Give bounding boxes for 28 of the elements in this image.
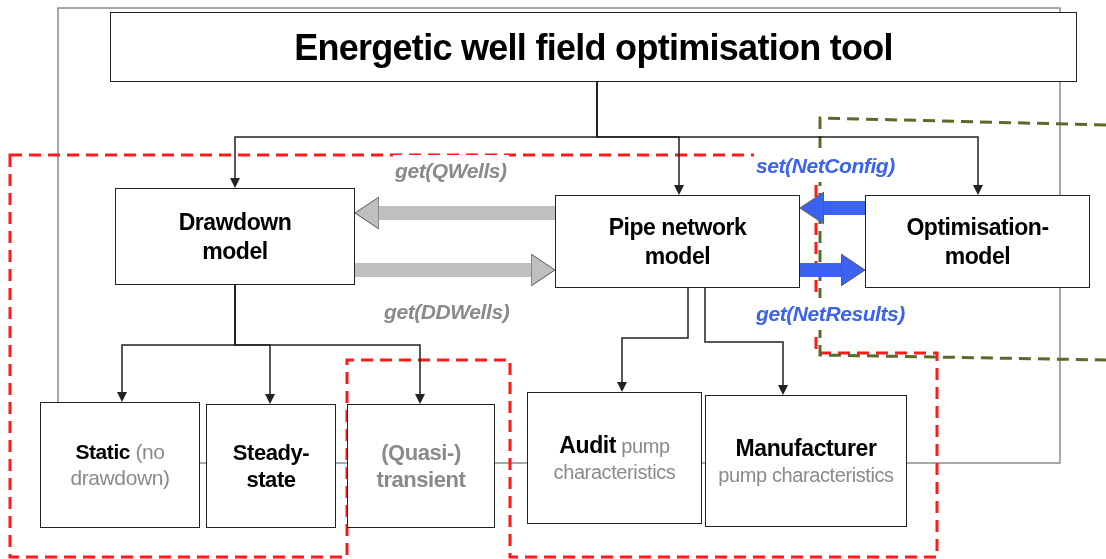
process-box [865,195,1090,288]
arrow [617,287,689,392]
arrow [800,253,866,287]
arrow [704,287,788,395]
node-text: Optimisation- model [905,212,1050,271]
node-text: (Quasi-) transient [375,438,467,494]
arrow [354,196,555,230]
node-text: Audit pump characteristics [552,431,677,485]
node-text: Drawdown model [177,207,293,266]
arrow [355,253,556,287]
process-box [110,12,1077,82]
process-box [40,402,200,528]
node-text: Static (no drawdown) [69,438,171,491]
node-text: Manufacturer pump characteristics [717,434,895,488]
arrow [234,284,425,404]
process-box [705,395,907,527]
arrow [596,81,983,195]
process-box [347,404,495,528]
node-text: Pipe network model [607,212,748,271]
arrow [799,191,865,225]
process-box [206,404,336,528]
edge-label: get(NetResults) [754,298,907,330]
process-box [115,188,355,285]
process-box [527,392,702,524]
title-text: Energetic well field optimisation tool [294,25,893,70]
process-box [555,195,800,288]
edge-label: set(NetConfig) [754,150,897,182]
node-text: Steady- state [231,438,311,494]
